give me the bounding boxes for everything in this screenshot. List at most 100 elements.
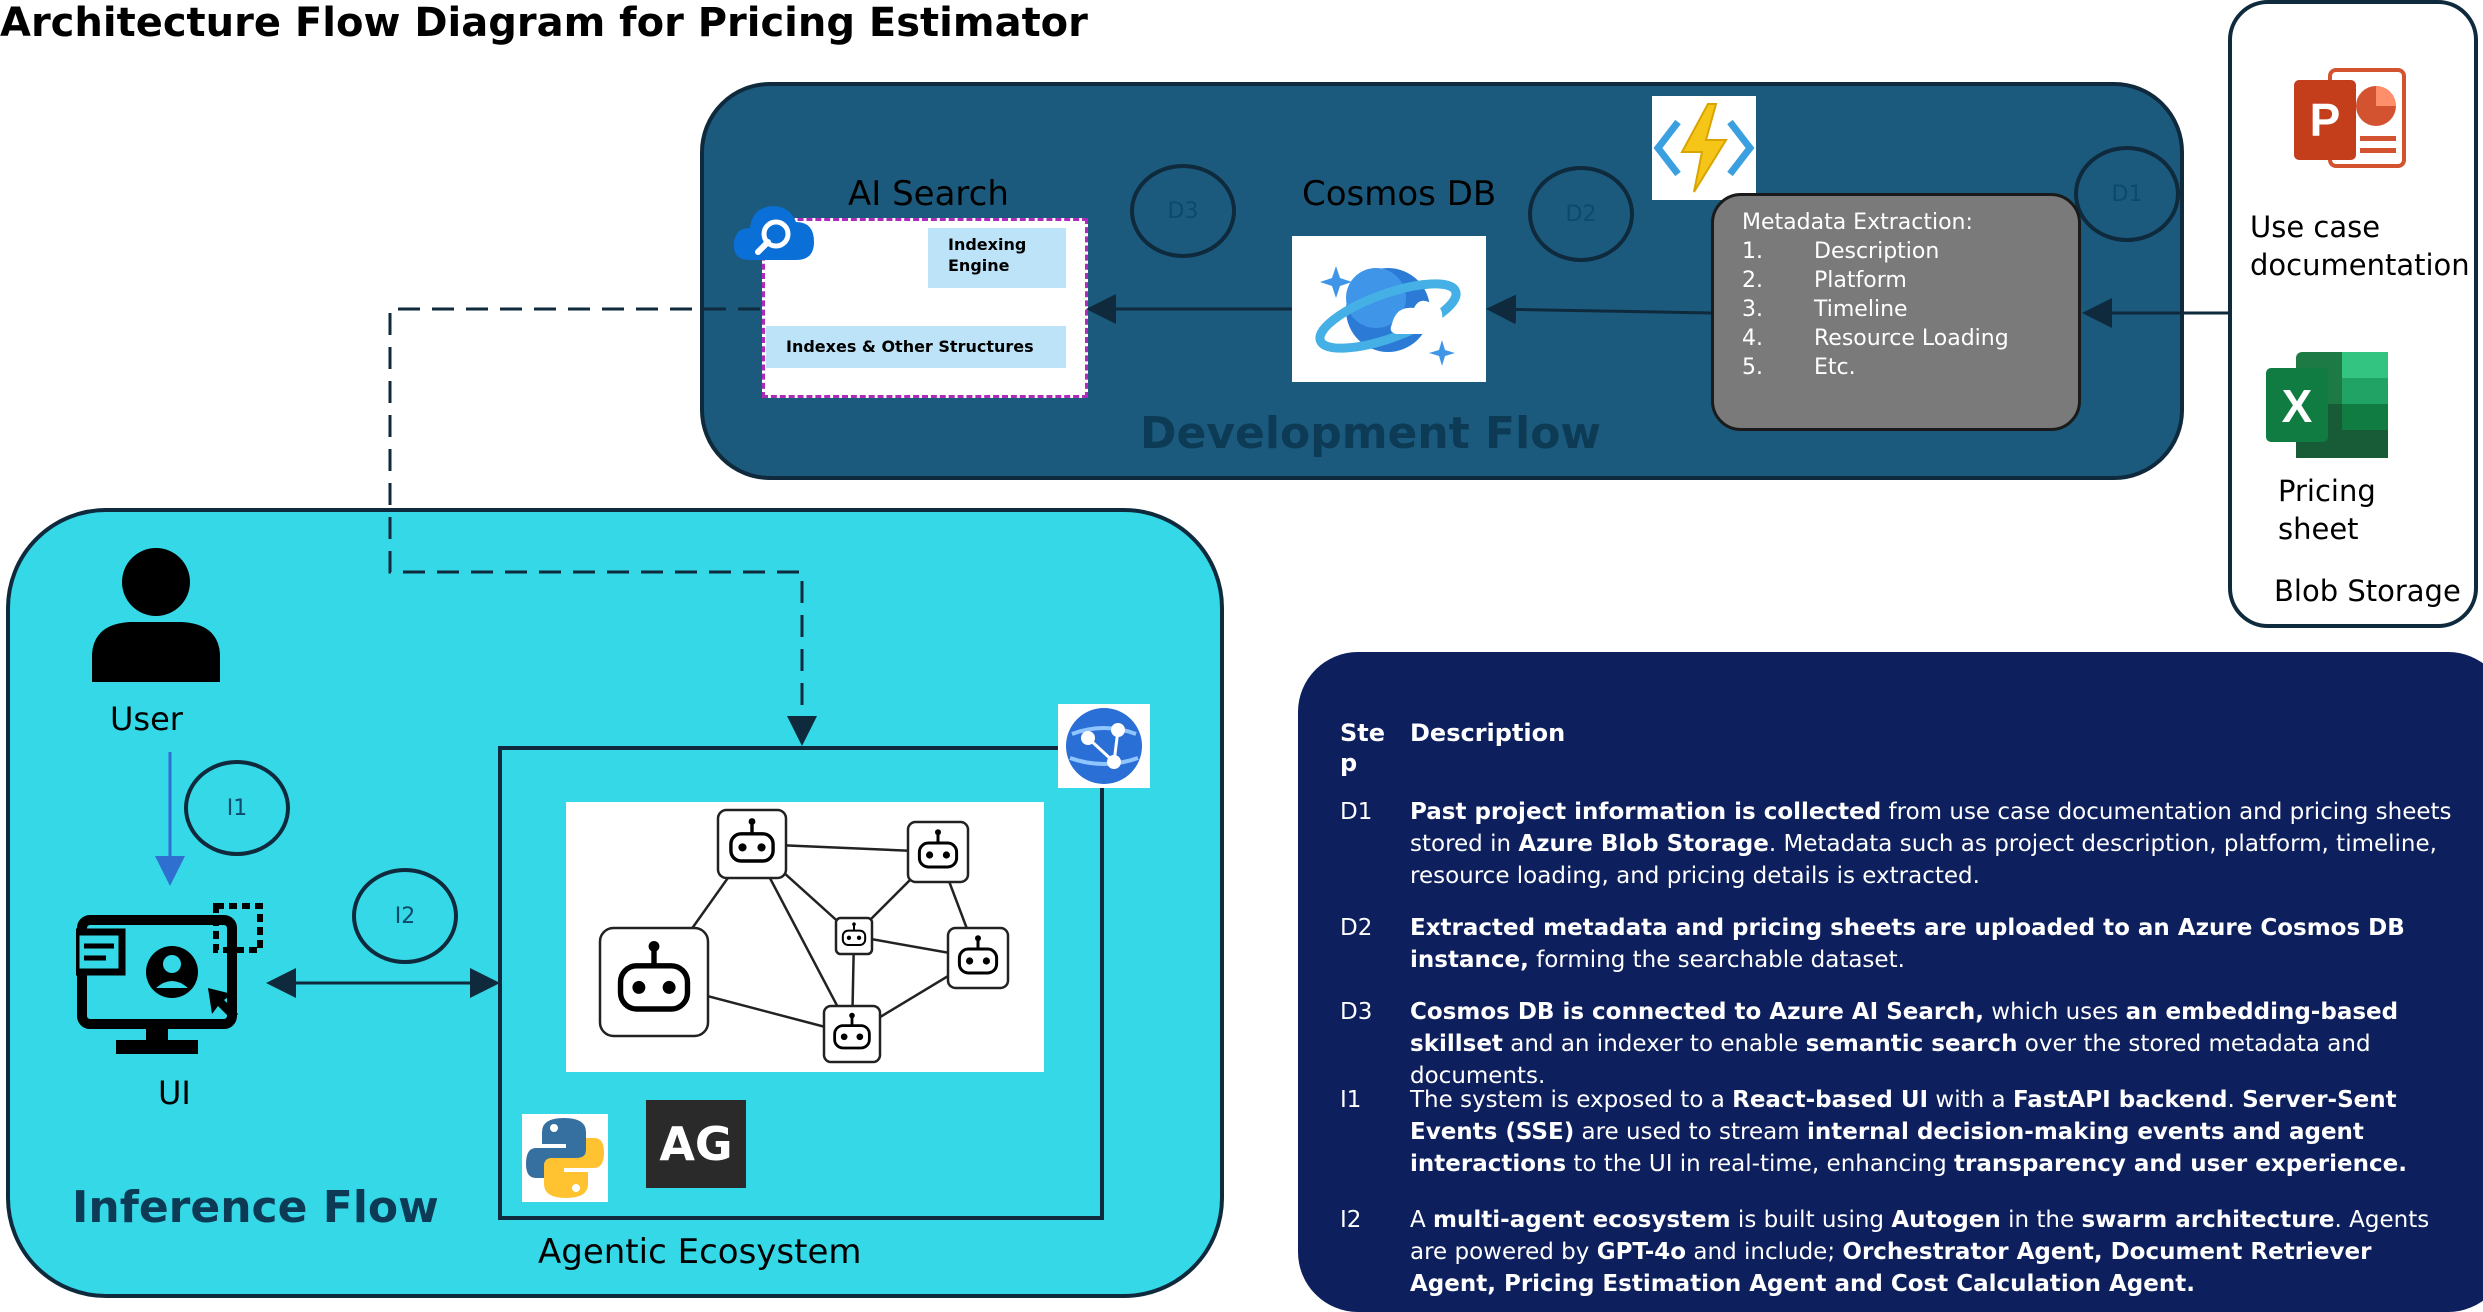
user-label: User	[110, 700, 183, 738]
pricing-line1: Pricing	[2278, 474, 2376, 508]
step-description-part: multi-agent ecosystem	[1433, 1207, 1731, 1233]
indexing-engine-line1: Indexing	[948, 235, 1027, 254]
metadata-list: 1. Description 2. Platform 3. Timeline 4. Resou…	[1742, 237, 2078, 382]
excel-icon-letter: X	[2282, 380, 2313, 432]
step-i2-circle: I2	[352, 868, 458, 964]
step-id: D2	[1340, 915, 1373, 941]
step-d3-circle: D3	[1130, 164, 1236, 258]
ui-monitor-icon	[76, 903, 263, 1054]
metadata-item-number: 3.	[1742, 297, 1763, 322]
step-description-part: Server-Sent Events (SSE)	[1410, 1087, 2397, 1145]
step-id: I2	[1340, 1207, 1362, 1233]
metadata-item-number: 1.	[1742, 239, 1763, 264]
ai-search-cloud-icon	[733, 206, 814, 260]
step-description-part: The system is exposed to a	[1410, 1087, 1733, 1113]
excel-icon: X	[2266, 352, 2388, 458]
metadata-item-text: Etc.	[1814, 355, 1856, 380]
step-id: I1	[1340, 1087, 1362, 1113]
python-logo-icon	[522, 1114, 608, 1202]
step-description-part: Autogen	[1891, 1207, 2001, 1233]
ui-label: UI	[158, 1074, 191, 1112]
step-description-part: in the	[2000, 1207, 2082, 1233]
step-description: Extracted metadata and pricing sheets ar…	[1410, 912, 2460, 976]
metadata-item-number: 2.	[1742, 268, 1763, 293]
step-description-part: and include;	[1686, 1239, 1843, 1265]
step-description: A multi-agent ecosystem is built using A…	[1410, 1204, 2460, 1300]
autogen-logo: AG	[646, 1100, 746, 1188]
agent-network-graph	[598, 808, 1010, 1064]
step-description-part: internal decision-making events and agen…	[1410, 1119, 2364, 1177]
table-row: I2 A multi-agent ecosystem is built using…	[1340, 1204, 2460, 1300]
step-description-part: A	[1410, 1207, 1434, 1233]
step-description-part: to the UI in real-time, enhancing	[1566, 1151, 1955, 1177]
robot-agent-node	[834, 916, 874, 956]
indexing-engine-line2: Engine	[948, 256, 1010, 275]
step-description-part: . Agents are powered by	[1410, 1207, 2430, 1265]
metadata-item-text: Platform	[1814, 268, 1907, 293]
table-row: D1 Past project information is collected …	[1340, 796, 2460, 892]
step-description-part: with a	[1928, 1087, 2013, 1113]
step-description-part: React-based UI	[1732, 1087, 1929, 1113]
step-description-part: an embedding-based skillset	[1410, 999, 2399, 1057]
step-description-part: swarm architecture	[2081, 1207, 2335, 1233]
page-title: Architecture Flow Diagram for Pricing Es…	[0, 0, 1088, 46]
step-description-part: . Metadata such as project description, …	[1410, 831, 2437, 889]
step-description-part: Azure Blob Storage	[1518, 831, 1769, 857]
agentic-ecosystem-box	[498, 746, 1104, 1220]
step-description-part: forming the searchable dataset.	[1528, 947, 1905, 973]
step-description: The system is exposed to a React-based U…	[1410, 1084, 2460, 1180]
table-header-step: Ste p	[1340, 718, 1385, 778]
cosmos-db-title: Cosmos DB	[1302, 174, 1497, 214]
step-description-part: Past project information is collected	[1410, 799, 1882, 825]
metadata-item-number: 5.	[1742, 355, 1763, 380]
table-row: D3 Cosmos DB is connected to Azure AI Sea…	[1340, 996, 2460, 1092]
metadata-item: 2. Platform	[1742, 266, 2078, 295]
powerpoint-icon-letter: P	[2310, 94, 2341, 146]
step-description-part: are used to stream	[1574, 1119, 1807, 1145]
robot-agent-node	[946, 926, 1010, 990]
agentic-ecosystem-label: Agentic Ecosystem	[538, 1232, 862, 1272]
use-case-doc-label: Use case documentation	[2250, 208, 2470, 284]
powerpoint-icon: P	[2294, 68, 2406, 168]
step-description-part: FastAPI backend	[2012, 1087, 2228, 1113]
indexes-block: Indexes & Other Structures	[766, 326, 1066, 368]
cosmos-db-icon	[1292, 236, 1486, 382]
metadata-item-text: Timeline	[1814, 297, 1908, 322]
metadata-item-text: Resource Loading	[1814, 326, 2009, 351]
robot-agent-node	[906, 820, 970, 884]
robot-agent-node	[822, 1004, 882, 1064]
use-case-line2: documentation	[2250, 248, 2470, 282]
pricing-line2: sheet	[2278, 512, 2359, 546]
robot-agent-node	[598, 926, 710, 1038]
step-description-part: GPT-4o	[1596, 1239, 1687, 1265]
robot-agent-node	[716, 808, 788, 880]
step-description-part: from use case documentation and pricing …	[1410, 799, 2452, 857]
step-d2-circle: D2	[1528, 166, 1634, 262]
table-row: I1 The system is exposed to a React-based…	[1340, 1084, 2460, 1180]
step-id: D3	[1340, 999, 1373, 1025]
step-description: Past project information is collected fr…	[1410, 796, 2460, 892]
metadata-item: 4. Resource Loading	[1742, 324, 2078, 353]
step-description-part: Cosmos DB is connected to Azure AI Searc…	[1410, 999, 1984, 1025]
metadata-item-text: Description	[1814, 239, 1940, 264]
development-flow-label: Development Flow	[1140, 408, 1602, 459]
metadata-item: 1. Description	[1742, 237, 2078, 266]
ai-search-title: AI Search	[848, 174, 1009, 214]
header-step-line1: Ste	[1340, 719, 1386, 747]
inference-flow-label: Inference Flow	[72, 1182, 439, 1233]
metadata-extraction-box: Metadata Extraction: 1. Description 2. Plat…	[1711, 193, 2081, 431]
pricing-sheet-label: Pricing sheet	[2278, 472, 2376, 548]
indexing-engine-block: Indexing Engine	[928, 228, 1066, 288]
metadata-item: 5. Etc.	[1742, 353, 2078, 382]
step-description: Cosmos DB is connected to Azure AI Searc…	[1410, 996, 2460, 1092]
step-description-part: over the stored metadata and documents.	[1410, 1031, 2371, 1089]
table-header-description: Description	[1410, 719, 1566, 747]
metadata-item-number: 4.	[1742, 326, 1763, 351]
metadata-item: 3. Timeline	[1742, 295, 2078, 324]
step-description-part: transparency and user experience.	[1954, 1151, 2407, 1177]
flow-connectors	[155, 294, 2228, 998]
step-i1-circle: I1	[184, 760, 290, 856]
header-step-line2: p	[1340, 749, 1358, 777]
metadata-heading: Metadata Extraction:	[1742, 210, 1973, 235]
step-id: D1	[1340, 799, 1373, 825]
